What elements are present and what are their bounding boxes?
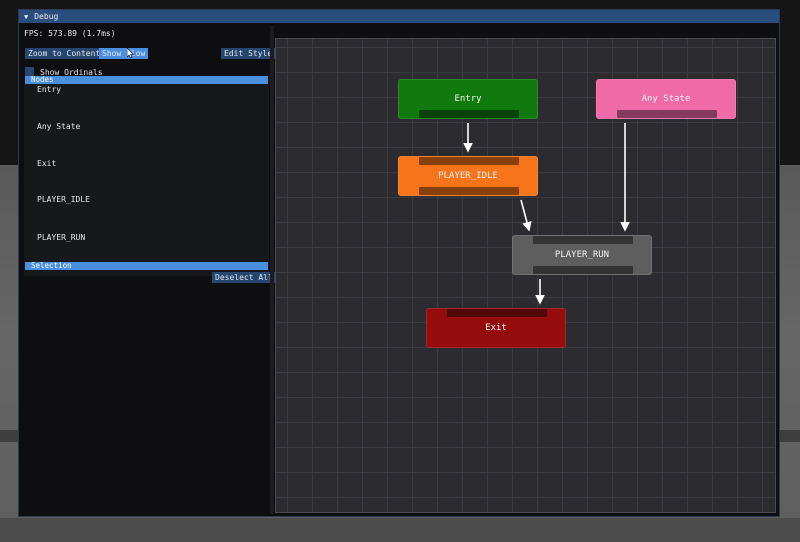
window-title-bar[interactable]: ▼ Debug [19, 10, 779, 23]
node-list-item-any-state[interactable]: Any State [37, 122, 81, 131]
graph-node-label: Exit [485, 323, 507, 333]
node-input-pin[interactable] [533, 236, 633, 244]
node-graph-canvas[interactable]: Entry Any State PLAYER_IDLE PLAYER_RUN E… [275, 38, 776, 513]
nodes-header[interactable]: Nodes [25, 76, 268, 84]
node-input-pin[interactable] [447, 309, 547, 317]
show-ordinals-label: Show Ordinals [40, 68, 103, 77]
node-output-pin[interactable] [419, 187, 519, 195]
node-output-pin[interactable] [419, 110, 519, 118]
node-list-item-entry[interactable]: Entry [37, 85, 62, 94]
show-ordinals-checkbox[interactable] [25, 67, 34, 76]
scene-floor-edge [0, 518, 800, 542]
node-list-item-player-run[interactable]: PLAYER_RUN [37, 233, 86, 242]
node-output-pin[interactable] [533, 266, 633, 274]
node-list-item-player-idle[interactable]: PLAYER_IDLE [37, 195, 90, 204]
link-player-idle-to-player-run[interactable] [520, 199, 532, 232]
show-flow-button[interactable]: Show Flow [99, 48, 149, 59]
node-list-item-exit[interactable]: Exit [37, 159, 57, 168]
selection-header[interactable]: Selection [25, 262, 268, 270]
node-list: Entry Any State Exit PLAYER_IDLE PLAYER_… [24, 84, 269, 276]
graph-node-label: PLAYER_RUN [554, 250, 610, 260]
graph-node-entry[interactable]: Entry [398, 79, 538, 119]
zoom-to-content-button[interactable]: Zoom to Content [25, 48, 104, 59]
graph-node-label: PLAYER_IDLE [438, 171, 498, 181]
node-input-pin[interactable] [419, 157, 519, 165]
graph-node-label: Any State [641, 94, 691, 104]
collapse-triangle-icon[interactable]: ▼ [24, 12, 29, 21]
graph-node-label: Entry [454, 94, 482, 104]
window-title: Debug [34, 12, 59, 21]
debug-window[interactable]: ▼ Debug FPS: 573.89 (1.7ms) Zoom to Cont… [18, 9, 780, 517]
deselect-all-button[interactable]: Deselect All [212, 272, 276, 283]
transition-links [463, 123, 630, 305]
graph-node-player-idle[interactable]: PLAYER_IDLE [398, 156, 538, 196]
fps-readout: FPS: 573.89 (1.7ms) [24, 29, 116, 38]
left-panel: FPS: 573.89 (1.7ms) Zoom to Content Show… [24, 26, 276, 514]
graph-node-player-run[interactable]: PLAYER_RUN [512, 235, 652, 275]
panel-splitter[interactable] [270, 26, 274, 514]
edit-style-button[interactable]: Edit Style [221, 48, 276, 59]
graph-node-exit[interactable]: Exit [426, 308, 566, 348]
mouse-cursor-icon [127, 48, 134, 58]
node-output-pin[interactable] [617, 110, 717, 118]
graph-node-any-state[interactable]: Any State [596, 79, 736, 119]
